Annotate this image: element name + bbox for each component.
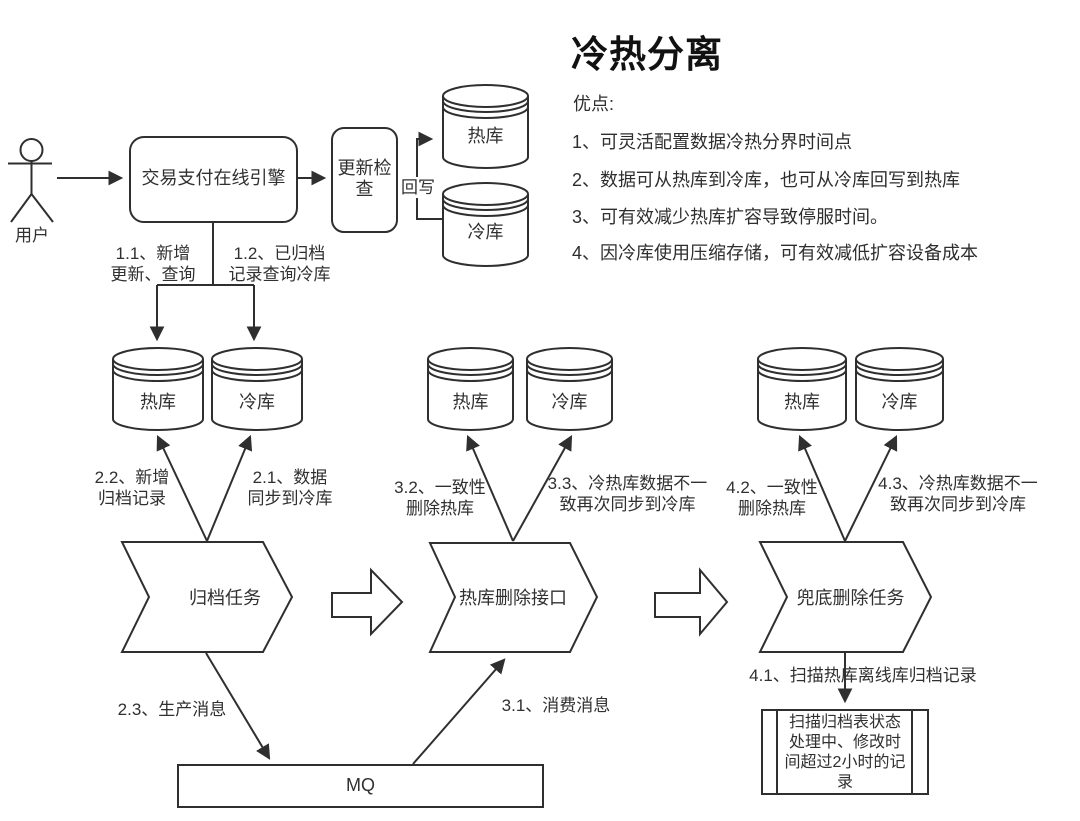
hot-delete-api-label: 热库删除接口 — [459, 588, 567, 608]
g2-hot-db-label: 热库 — [452, 392, 489, 412]
advantage-item-2: 2、数据可从热库到冷库，也可从冷库回写到热库 — [572, 170, 961, 190]
top-cold-db-label: 冷库 — [467, 222, 504, 242]
archive-task-node-shape — [120, 541, 294, 653]
advantage-item-3: 3、可有效减少热库扩容导致停服时间。 — [572, 207, 889, 227]
edge-label-writeback: 回写 — [399, 177, 437, 198]
edge-label-1-2: 1.2、已归档 记录查询冷库 — [228, 244, 331, 284]
g2-cold-db-label: 冷库 — [551, 392, 588, 412]
arrow-api-to-g2-cold — [512, 435, 573, 542]
g1-cold-db-label: 冷库 — [239, 392, 275, 412]
top-hot-db-label: 热库 — [467, 126, 504, 146]
edge-label-3-2: 3.2、一致性 删除热库 — [394, 478, 486, 518]
edge-label-2-1: 2.1、数据 同步到冷库 — [247, 468, 333, 508]
page-title: 冷热分离 — [571, 34, 723, 75]
advantage-item-1: 1、可灵活配置数据冷热分界时间点 — [572, 132, 853, 152]
edge-label-4-3: 4.3、冷热库数据不一 致再次同步到冷库 — [878, 474, 1038, 514]
g3-hot-db-cylinder — [757, 347, 847, 431]
g2-hot-db-cylinder — [427, 347, 514, 431]
arrow-archive-to-g1-hot — [156, 434, 208, 542]
edge-label-1-1: 1.1、新增 更新、查询 — [110, 244, 196, 284]
edge-label-3-3: 3.3、冷热库数据不一 致再次同步到冷库 — [547, 474, 708, 514]
arrow-fallback-to-g3-hot — [798, 434, 846, 542]
arrow-mq-to-api — [412, 658, 506, 765]
g1-hot-db-cylinder — [112, 347, 204, 431]
top-hot-db-cylinder — [442, 84, 529, 169]
scan-record-label: 扫描归档表状态 处理中、修改时 间超过2小时的记 录 — [784, 714, 906, 791]
scan-record-node-shape — [761, 709, 929, 795]
edge-label-4-1: 4.1、扫描热库离线库归档记录 — [749, 666, 977, 685]
arrow-archive-to-mq — [205, 652, 271, 760]
edge-label-4-2: 4.2、一致性 删除热库 — [726, 478, 818, 518]
block-arrow-2 — [654, 567, 729, 637]
archive-task-label: 归档任务 — [189, 588, 261, 608]
update-check-node-shape — [331, 127, 398, 233]
g3-cold-db-cylinder — [855, 347, 944, 431]
g1-hot-db-label: 热库 — [140, 392, 176, 412]
fallback-delete-task-label: 兜底删除任务 — [796, 588, 905, 608]
arrow-fallback-to-g3-cold — [844, 434, 898, 542]
g3-cold-db-label: 冷库 — [881, 392, 918, 412]
g1-cold-db-cylinder — [211, 347, 303, 431]
user-actor-icon — [8, 138, 54, 223]
fallback-delete-task-node-shape — [758, 541, 933, 653]
mq-label: MQ — [346, 775, 375, 795]
arrow-archive-to-g1-cold — [206, 434, 253, 542]
edge-label-2-2: 2.2、新增 归档记录 — [94, 468, 170, 508]
top-cold-db-cylinder — [442, 182, 529, 267]
hot-delete-api-node-shape — [428, 542, 599, 653]
arrow-api-to-g2-hot — [466, 434, 514, 542]
edge-label-2-3: 2.3、生产消息 — [117, 700, 227, 719]
edge-label-3-1: 3.1、消费消息 — [501, 696, 611, 715]
advantage-item-4: 4、因冷库使用压缩存储，可有效减低扩容设备成本 — [572, 243, 979, 263]
update-check-label: 更新检 查 — [337, 158, 392, 199]
engine-label: 交易支付在线引擎 — [141, 168, 286, 188]
mq-node-shape — [177, 764, 544, 808]
block-arrow-1 — [331, 567, 404, 637]
user-label: 用户 — [15, 226, 49, 245]
g3-hot-db-label: 热库 — [784, 392, 820, 412]
g2-cold-db-cylinder — [526, 347, 613, 431]
advantages-heading: 优点: — [573, 94, 615, 114]
